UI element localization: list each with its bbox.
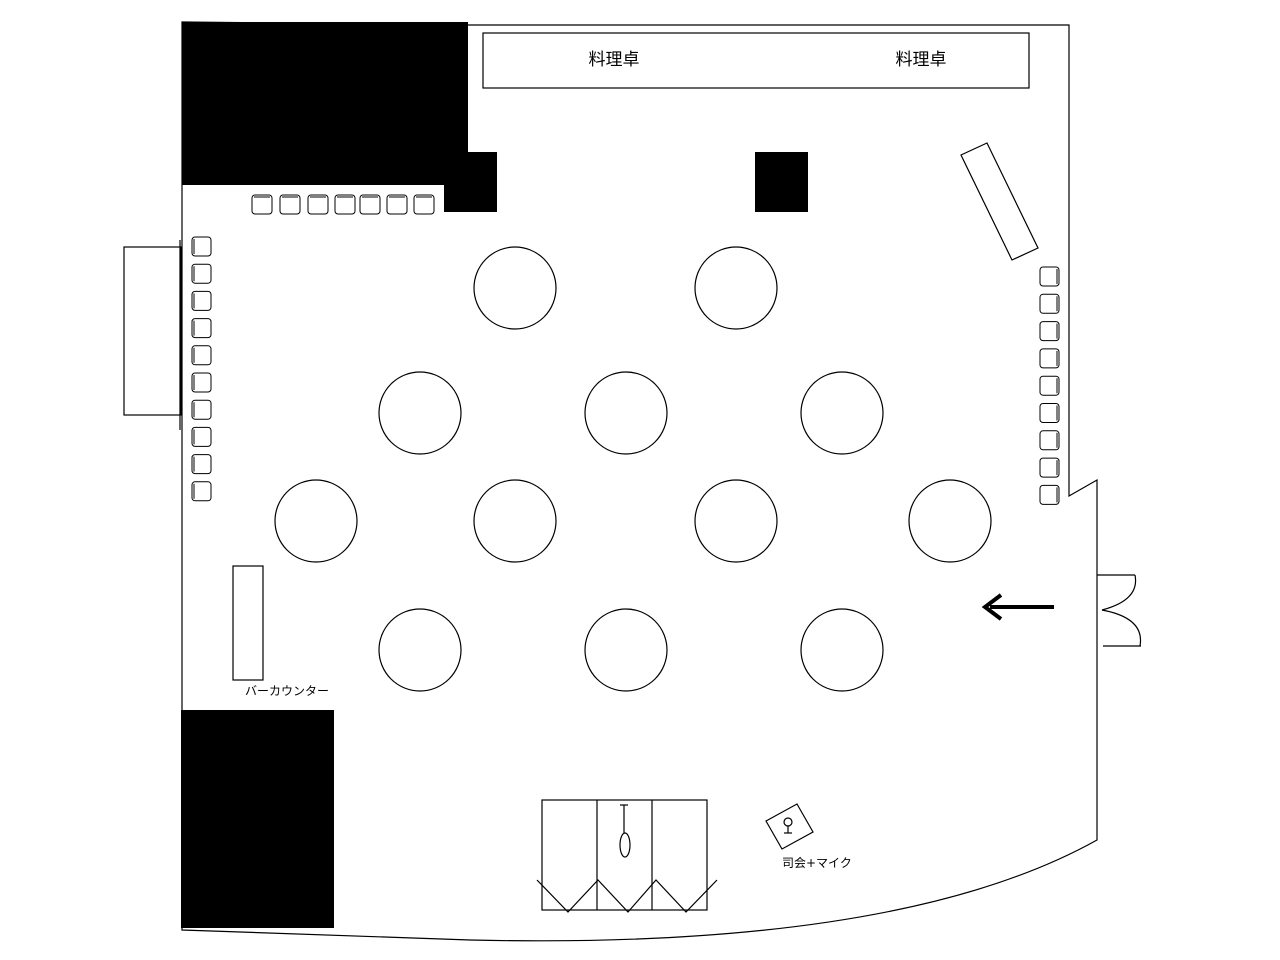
- bar-counter: バーカウンター: [232, 565, 329, 698]
- chair: [191, 345, 212, 366]
- round-table: [908, 479, 992, 563]
- pillar-block-bottom-left: [181, 710, 334, 928]
- round-table: [800, 608, 884, 692]
- chair: [191, 318, 212, 339]
- chair: [1039, 348, 1060, 369]
- entrance-door: [1097, 574, 1142, 647]
- structural-blocks: [181, 22, 808, 928]
- chair: [191, 481, 212, 502]
- chair: [1039, 484, 1060, 505]
- microphone-icon: [783, 817, 793, 834]
- chair: [1039, 403, 1060, 423]
- chair: [191, 290, 212, 311]
- left-wall-panel: [123, 240, 182, 430]
- chair: [191, 454, 212, 475]
- chair: [307, 194, 329, 215]
- chair: [386, 194, 408, 215]
- round-table: [274, 479, 358, 563]
- chair: [191, 236, 212, 257]
- round-table: [694, 246, 778, 330]
- round-table: [378, 608, 462, 692]
- chair: [1039, 293, 1060, 314]
- bar-counter-label: バーカウンター: [245, 684, 329, 698]
- chairs-left-column: [191, 236, 212, 502]
- chair: [191, 372, 212, 393]
- round-table: [584, 371, 668, 455]
- chair: [413, 194, 435, 215]
- chair: [191, 263, 212, 284]
- round-table: [378, 371, 462, 455]
- pillar-small-left: [444, 152, 497, 212]
- chair: [251, 194, 273, 215]
- round-table: [694, 479, 778, 563]
- chair: [1039, 266, 1060, 287]
- room-outline: [181, 21, 1098, 942]
- chair: [191, 426, 212, 447]
- round-table: [473, 246, 557, 330]
- stage-folding-screen: [536, 799, 718, 913]
- arrow-left-icon: [981, 593, 1054, 621]
- buffet-label-right: 料理卓: [896, 50, 947, 70]
- chair: [1039, 430, 1060, 451]
- buffet-table: 料理卓 料理卓: [482, 32, 1030, 89]
- mc-mic-label: 司会+マイク: [782, 856, 852, 870]
- chair: [1039, 321, 1060, 342]
- chair: [191, 399, 212, 420]
- round-table: [584, 608, 668, 692]
- round-tables: [274, 246, 992, 692]
- chairs-top-row: [251, 194, 435, 215]
- buffet-label-left: 料理卓: [589, 50, 640, 70]
- chairs-right-column: [1039, 266, 1060, 505]
- pillar-small-center: [755, 152, 808, 212]
- mc-podium: 司会+マイク: [765, 803, 852, 870]
- chair: [1039, 457, 1060, 478]
- pillar-block-top-left: [182, 22, 468, 185]
- side-table-slanted: [960, 142, 1039, 261]
- round-table: [473, 479, 557, 563]
- chair: [1039, 375, 1060, 396]
- chair: [279, 194, 301, 215]
- round-table: [800, 371, 884, 455]
- chair: [334, 194, 356, 215]
- chair: [359, 194, 381, 215]
